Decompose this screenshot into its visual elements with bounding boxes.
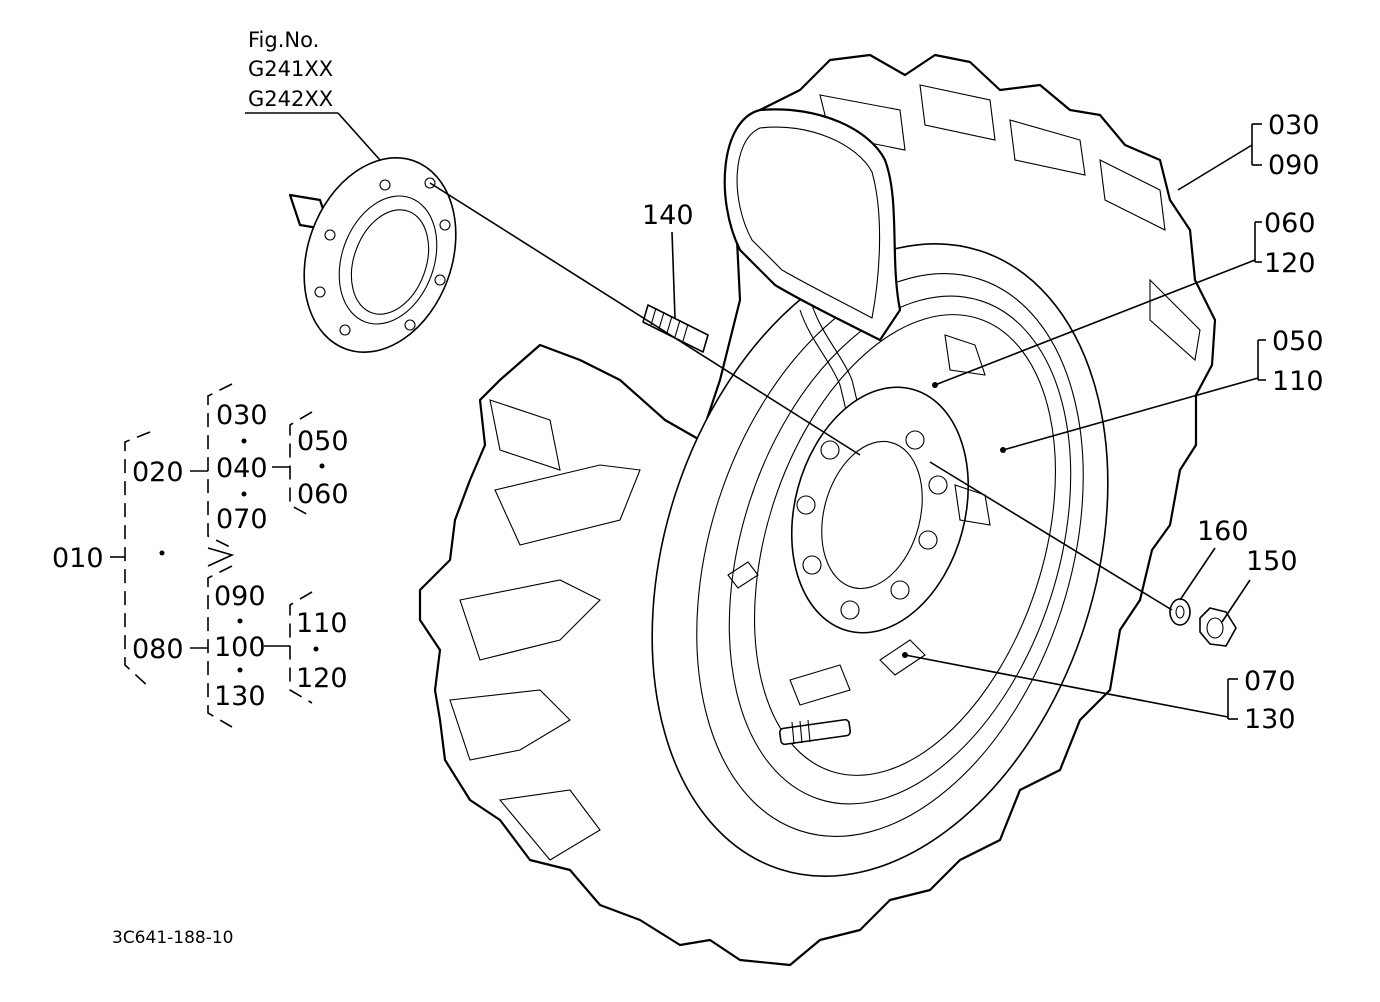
tree-rear-part-3: 130 <box>214 681 266 712</box>
tree-front-part-3: 070 <box>216 504 268 535</box>
fig-no-label: Fig.No. <box>248 28 319 52</box>
callout-nut: 150 <box>1246 546 1298 577</box>
drawing-code: 3C641-188-10 <box>112 928 233 948</box>
callout-valve-2: 130 <box>1244 704 1296 735</box>
washer-drawing <box>1169 598 1191 626</box>
callout-tire-1: 030 <box>1268 110 1320 141</box>
callout-valve-1: 070 <box>1244 666 1296 697</box>
callout-washer: 160 <box>1197 516 1249 547</box>
tree-assy-front: 020 <box>132 457 184 488</box>
tree-rear-sub-1: 110 <box>296 608 348 639</box>
tree-rear-sub-2: 120 <box>296 663 348 694</box>
tree-assy-rear: 080 <box>132 634 184 665</box>
leader-lines <box>245 112 1266 720</box>
fig-code-2: G242XX <box>248 87 333 111</box>
tree-rear-part-2: 100 <box>214 632 266 663</box>
tree-front-sub-2: 060 <box>297 479 349 510</box>
callout-rim-1: 050 <box>1272 326 1324 357</box>
callout-tire-2: 090 <box>1268 150 1320 181</box>
callout-stud: 140 <box>642 200 694 231</box>
hub-flange-drawing <box>288 157 457 353</box>
tree-front-part-1: 030 <box>216 400 268 431</box>
tree-front-sub-1: 050 <box>297 426 349 457</box>
nut-drawing <box>1199 607 1237 647</box>
callout-rim-2: 110 <box>1272 366 1324 397</box>
tree-front-part-2: 040 <box>216 453 268 484</box>
valve-stem-drawing <box>778 718 852 746</box>
callout-tube-1: 060 <box>1264 208 1316 239</box>
rim-drawing <box>727 334 991 706</box>
tree-rear-part-1: 090 <box>214 581 266 612</box>
tree-root: 010 <box>52 543 104 574</box>
stud-bolt-drawing <box>642 304 709 353</box>
fig-code-1: G241XX <box>248 57 333 81</box>
assembly-tree <box>110 383 325 728</box>
callout-tube-2: 120 <box>1264 248 1316 279</box>
